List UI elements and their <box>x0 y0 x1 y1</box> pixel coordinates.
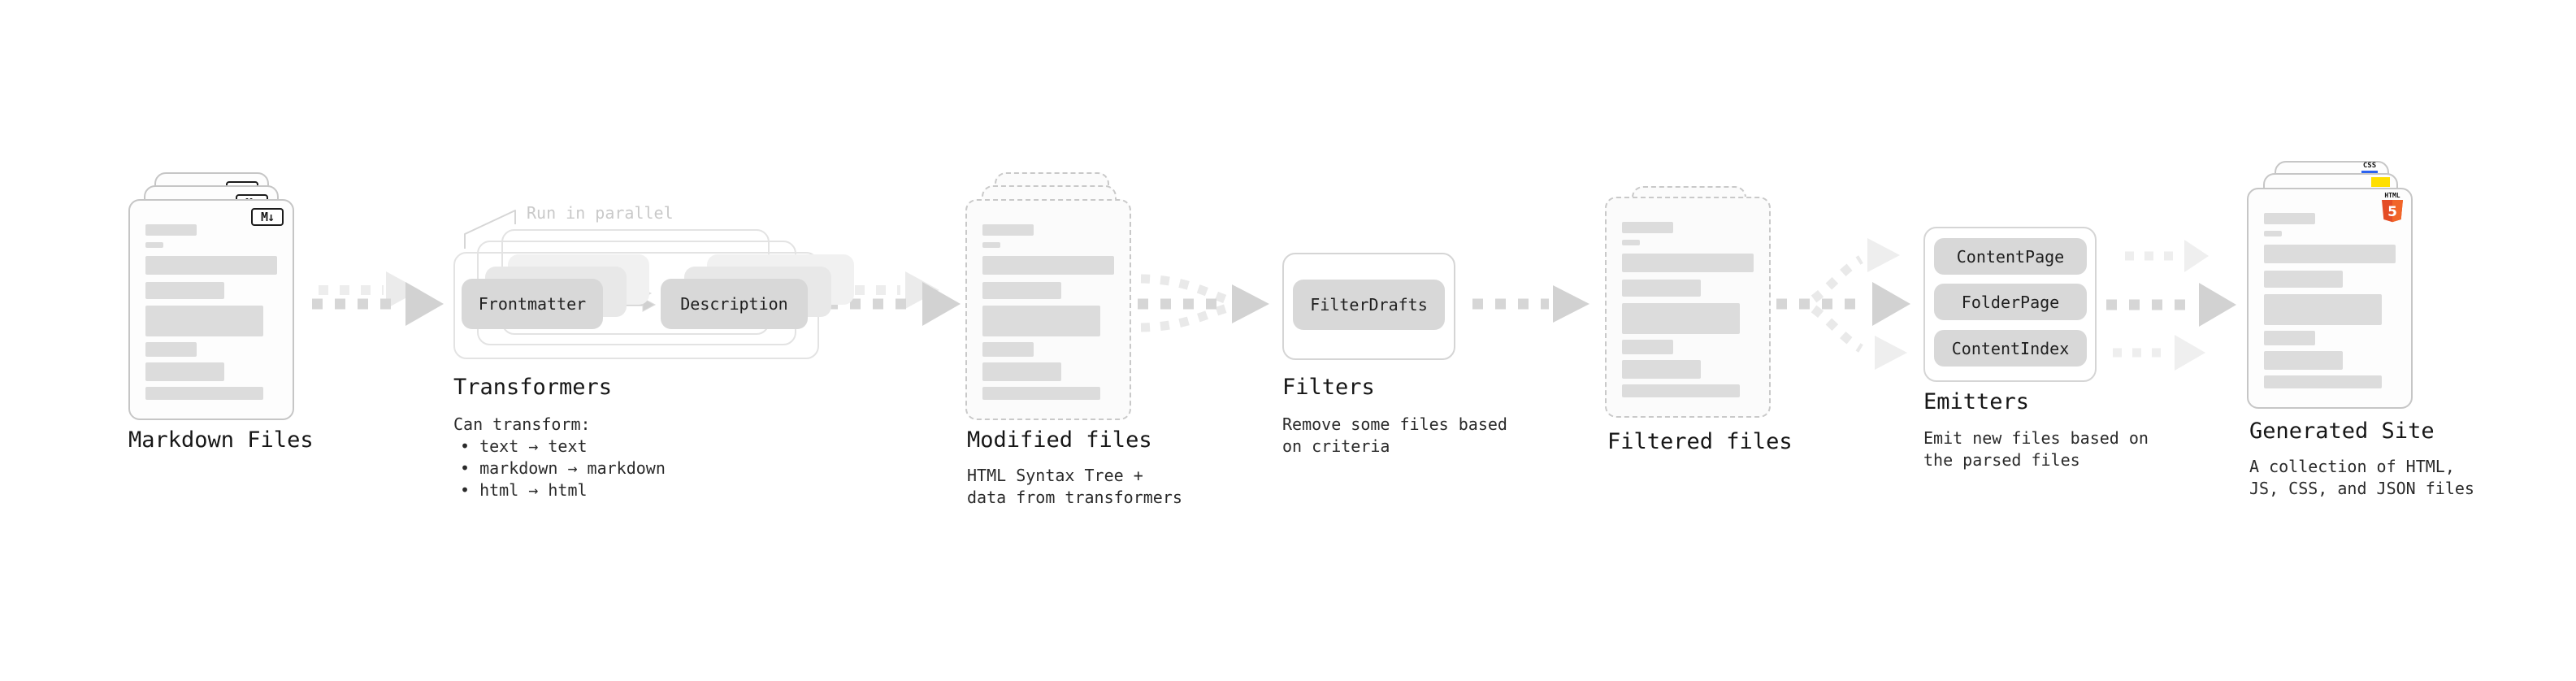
contentpage-pill: ContentPage <box>1934 238 2087 275</box>
skeleton-bar <box>1622 303 1740 334</box>
markdown-file-card-front: M↓ <box>128 199 294 420</box>
skeleton-bar <box>982 306 1100 336</box>
skeleton-bar <box>145 256 277 275</box>
html5-word: HTML <box>2384 192 2400 199</box>
skeleton-bar <box>2264 375 2382 388</box>
emitters-desc-line: the parsed files <box>1923 450 2080 470</box>
skeleton-bar <box>1622 360 1701 379</box>
skeleton-bar <box>2264 271 2343 288</box>
arrow-modified-to-filters <box>1138 274 1269 332</box>
arrow-emitters-to-generated <box>2106 240 2236 371</box>
javascript-icon <box>2371 177 2390 187</box>
css3-icon: CSS <box>2361 163 2378 173</box>
folderpage-pill: FolderPage <box>1934 284 2087 320</box>
markdown-icon: M↓ <box>251 208 284 226</box>
filtered-file-card-front <box>1605 197 1771 418</box>
transformers-note-title: Can transform: <box>453 414 591 434</box>
stage-title-filters: Filters <box>1282 375 1375 400</box>
document-skeleton <box>2249 189 2411 407</box>
transformers-note-bullet: • markdown → markdown <box>460 458 666 478</box>
transformers-note-bullet: • html → html <box>460 480 588 500</box>
skeleton-bar <box>1622 222 1673 233</box>
skeleton-bar <box>1622 384 1740 397</box>
generated-desc-line: JS, CSS, and JSON files <box>2249 479 2474 498</box>
document-skeleton <box>130 201 293 419</box>
skeleton-bar <box>1622 254 1754 272</box>
arrow-filters-to-filtered <box>1472 285 1589 323</box>
stage-title-markdown-files: Markdown Files <box>128 427 314 453</box>
generated-file-card-front <box>2247 188 2413 409</box>
html5-number: 5 <box>2387 204 2397 220</box>
skeleton-bar <box>2264 231 2282 236</box>
stage-title-generated-site: Generated Site <box>2249 419 2435 444</box>
emitters-frame <box>1923 227 2097 382</box>
skeleton-bar <box>1622 240 1640 245</box>
skeleton-bar <box>1622 280 1701 297</box>
stage-title-modified-files: Modified files <box>967 427 1152 453</box>
skeleton-bar <box>145 306 263 336</box>
skeleton-bar <box>982 282 1061 299</box>
filters-desc-line: on criteria <box>1282 436 1390 456</box>
generated-desc-line: A collection of HTML, <box>2249 457 2455 476</box>
stage-title-filtered-files: Filtered files <box>1607 429 1793 454</box>
description-pill: Description <box>661 279 808 329</box>
filters-desc-line: Remove some files based <box>1282 414 1507 434</box>
document-skeleton <box>967 201 1130 419</box>
skeleton-bar <box>982 387 1100 400</box>
html5-icon: HTML 5 <box>2382 192 2403 223</box>
transformers-note-bullet: • text → text <box>460 436 588 456</box>
emitters-desc-line: Emit new files based on <box>1923 428 2149 448</box>
contentindex-pill: ContentIndex <box>1934 330 2087 367</box>
skeleton-bar <box>1622 340 1673 354</box>
skeleton-bar <box>982 342 1034 357</box>
skeleton-bar <box>145 387 263 400</box>
skeleton-bar <box>2264 294 2382 325</box>
modified-files-desc-line: HTML Syntax Tree + <box>967 466 1143 485</box>
modified-file-card-front <box>965 199 1131 420</box>
skeleton-bar <box>2264 245 2396 263</box>
run-in-parallel-label: Run in parallel <box>527 203 674 223</box>
skeleton-bar <box>145 224 197 236</box>
stage-title-emitters: Emitters <box>1923 389 2030 414</box>
filters-frame <box>1282 253 1455 360</box>
skeleton-bar <box>145 242 163 248</box>
skeleton-bar <box>2264 331 2315 345</box>
skeleton-bar <box>982 362 1061 381</box>
arrow-filtered-to-emitters <box>1776 238 1910 370</box>
stage-title-transformers: Transformers <box>453 375 613 400</box>
skeleton-bar <box>145 342 197 357</box>
modified-files-desc-line: data from transformers <box>967 488 1182 507</box>
skeleton-bar <box>145 362 224 381</box>
document-skeleton <box>1607 198 1769 416</box>
skeleton-bar <box>982 224 1034 236</box>
arrow-markdown-to-transformers <box>312 271 444 326</box>
skeleton-bar <box>982 256 1114 275</box>
skeleton-bar <box>2264 213 2315 224</box>
skeleton-bar <box>2264 351 2343 370</box>
frontmatter-pill: Frontmatter <box>462 279 603 329</box>
filterdrafts-pill: FilterDrafts <box>1293 280 1445 330</box>
skeleton-bar <box>982 242 1000 248</box>
skeleton-bar <box>145 282 224 299</box>
